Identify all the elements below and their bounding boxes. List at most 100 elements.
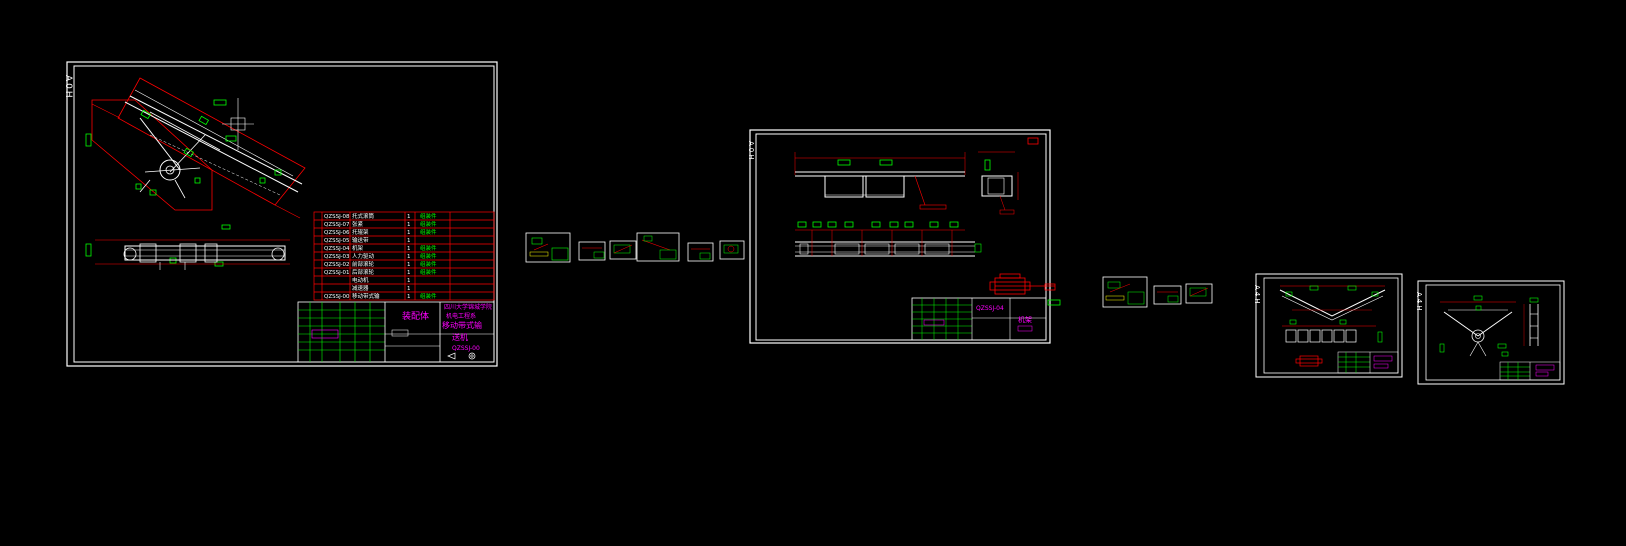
svg-text:组装件: 组装件 — [420, 260, 437, 268]
bom-row: QZSSJ-00 移动带式输 1 组装件 — [324, 292, 437, 300]
a4-sheet-2-label: A4H — [1415, 292, 1423, 313]
thumbnail-sheet-group-2[interactable] — [1102, 276, 1213, 308]
svg-text:1: 1 — [407, 254, 411, 260]
svg-text:组装件: 组装件 — [420, 212, 437, 220]
a4-sheet-1-label: A4H — [1253, 285, 1261, 306]
svg-text:1: 1 — [407, 214, 411, 220]
svg-text:1: 1 — [407, 294, 411, 300]
svg-text:1: 1 — [407, 270, 411, 276]
svg-text:减速器: 减速器 — [352, 284, 369, 292]
thumbnail-sheet[interactable] — [1185, 283, 1213, 304]
bom-row: QZSSJ-01 后部滚轮 1 组装件 — [324, 268, 437, 276]
svg-text:组装件: 组装件 — [420, 252, 437, 260]
frame-plan-view — [795, 229, 982, 257]
inclined-conveyor-view — [91, 77, 306, 219]
svg-text:托式滚筒: 托式滚筒 — [352, 212, 375, 220]
side-elevation-view — [95, 239, 290, 270]
a4-drawing-sheet-1[interactable]: A4H — [1253, 273, 1403, 378]
a4-sheet-1-v-conveyor-view — [1279, 285, 1386, 321]
a4-sheet-2-title-block — [1499, 361, 1561, 381]
frame-sheet-corner-tag — [1027, 137, 1039, 145]
bom-row: QZSSJ-04 机架 1 组装件 — [324, 244, 437, 252]
frame-parts-cluster — [989, 273, 1056, 295]
thumbnail-sheet[interactable] — [636, 232, 680, 262]
thumbnail-sheet[interactable] — [719, 240, 745, 260]
thumbnail-sheet-group-1[interactable] — [525, 232, 745, 263]
svg-text:1: 1 — [407, 278, 411, 284]
a4-sheet-1-tags — [1285, 285, 1379, 325]
main-product-name-line2: 送机 — [452, 332, 468, 342]
svg-text:QZSSJ-05: QZSSJ-05 — [324, 238, 350, 244]
svg-text:1: 1 — [407, 286, 411, 292]
main-drawing-code: QZSSJ-00 — [452, 345, 480, 352]
frame-plan-dimension-tags — [797, 221, 959, 228]
bom-row: 减速器 1 — [352, 284, 411, 292]
svg-text:1: 1 — [407, 238, 411, 244]
a4-drawing-sheet-2[interactable]: A4H — [1415, 280, 1565, 385]
svg-text:移动带式输: 移动带式输 — [352, 292, 380, 300]
svg-text:QZSSJ-00: QZSSJ-00 — [324, 294, 350, 300]
a4-sheet-2-inner-border — [1425, 284, 1561, 381]
frame-sheet-outer-border — [749, 129, 1051, 344]
thumbnail-sheet[interactable] — [578, 241, 606, 261]
a4-sheet-1-plan-view — [1282, 325, 1383, 343]
frame-sheet-label: A0H — [747, 141, 755, 162]
frame-sheet-inner-border — [755, 133, 1047, 341]
svg-text:组装件: 组装件 — [420, 292, 437, 300]
frame-drawing-code: QZSSJ-04 — [976, 305, 1004, 312]
svg-text:张紧: 张紧 — [352, 220, 364, 228]
svg-text:QZSSJ-03: QZSSJ-03 — [324, 254, 350, 260]
svg-text:人力驱动: 人力驱动 — [352, 252, 375, 260]
frame-parts-tag — [1047, 299, 1061, 306]
thumbnail-sheet[interactable] — [525, 232, 571, 263]
frame-elevation-view — [794, 152, 966, 210]
svg-text:前部滚轮: 前部滚轮 — [352, 260, 375, 268]
bom-row: QZSSJ-08 托式滚筒 1 组装件 — [324, 212, 437, 220]
main-title-block: 装配体 四川大学锦城学院 机电工程系 移动带式输 送机 QZSSJ-00 — [297, 301, 495, 363]
svg-text:1: 1 — [407, 262, 411, 268]
frame-drawing-sheet[interactable]: A0H — [747, 129, 1061, 344]
main-assembly-sheet[interactable]: A0H — [63, 61, 498, 367]
svg-text:QZSSJ-02: QZSSJ-02 — [324, 262, 350, 268]
frame-dimension-tags — [837, 159, 991, 171]
a4-sheet-2-outer-border — [1417, 280, 1565, 385]
bom-rows: QZSSJ-08 托式滚筒 1 组装件 QZSSJ-07 张紧 1 组装件 QZ… — [324, 212, 437, 300]
a4-sheet-1-title-block — [1337, 351, 1399, 374]
frame-side-view — [978, 151, 1019, 215]
frame-title-block: QZSSJ-04 机架 — [911, 297, 1047, 341]
svg-text:1: 1 — [407, 246, 411, 252]
svg-text:输送带: 输送带 — [352, 236, 369, 244]
thumbnail-sheet[interactable] — [1102, 276, 1148, 308]
bom-row: QZSSJ-05 输送带 1 — [324, 236, 411, 244]
svg-text:机架: 机架 — [352, 244, 364, 252]
svg-text:组装件: 组装件 — [420, 220, 437, 228]
main-department-name: 机电工程系 — [446, 312, 476, 320]
bom-row: QZSSJ-06 托辊架 1 组装件 — [324, 228, 437, 236]
svg-text:组装件: 组装件 — [420, 244, 437, 252]
thumbnail-sheet[interactable] — [1153, 285, 1182, 305]
svg-text:QZSSJ-01: QZSSJ-01 — [324, 270, 350, 276]
a4-sheet-2-tags — [1439, 295, 1539, 357]
main-institution-name: 四川大学锦城学院 — [444, 303, 492, 311]
a4-sheet-1-parts-cluster — [1295, 355, 1323, 367]
main-sheet-label: A0H — [63, 75, 73, 100]
main-sheet-outer-border — [66, 61, 498, 367]
svg-text:托辊架: 托辊架 — [352, 228, 369, 236]
svg-text:后部滚轮: 后部滚轮 — [352, 268, 375, 276]
a4-sheet-1-inner-border — [1263, 277, 1399, 374]
a4-sheet-1-outer-border — [1255, 273, 1403, 378]
main-drawing-name: 装配体 — [402, 310, 429, 322]
bom-row: QZSSJ-07 张紧 1 组装件 — [324, 220, 437, 228]
svg-text:1: 1 — [407, 230, 411, 236]
thumbnail-sheet[interactable] — [687, 242, 714, 262]
bom-row: QZSSJ-03 人力驱动 1 组装件 — [324, 252, 437, 260]
bom-row: QZSSJ-02 前部滚轮 1 组装件 — [324, 260, 437, 268]
svg-text:QZSSJ-06: QZSSJ-06 — [324, 230, 350, 236]
svg-text:QZSSJ-07: QZSSJ-07 — [324, 222, 350, 228]
a4-sheet-2-roller-front-view — [1440, 301, 1516, 357]
svg-text:QZSSJ-08: QZSSJ-08 — [324, 214, 350, 220]
thumbnail-sheet[interactable] — [609, 240, 637, 260]
frame-drawing-name: 机架 — [1018, 315, 1032, 324]
a4-sheet-2-roller-side-view — [1523, 304, 1539, 346]
